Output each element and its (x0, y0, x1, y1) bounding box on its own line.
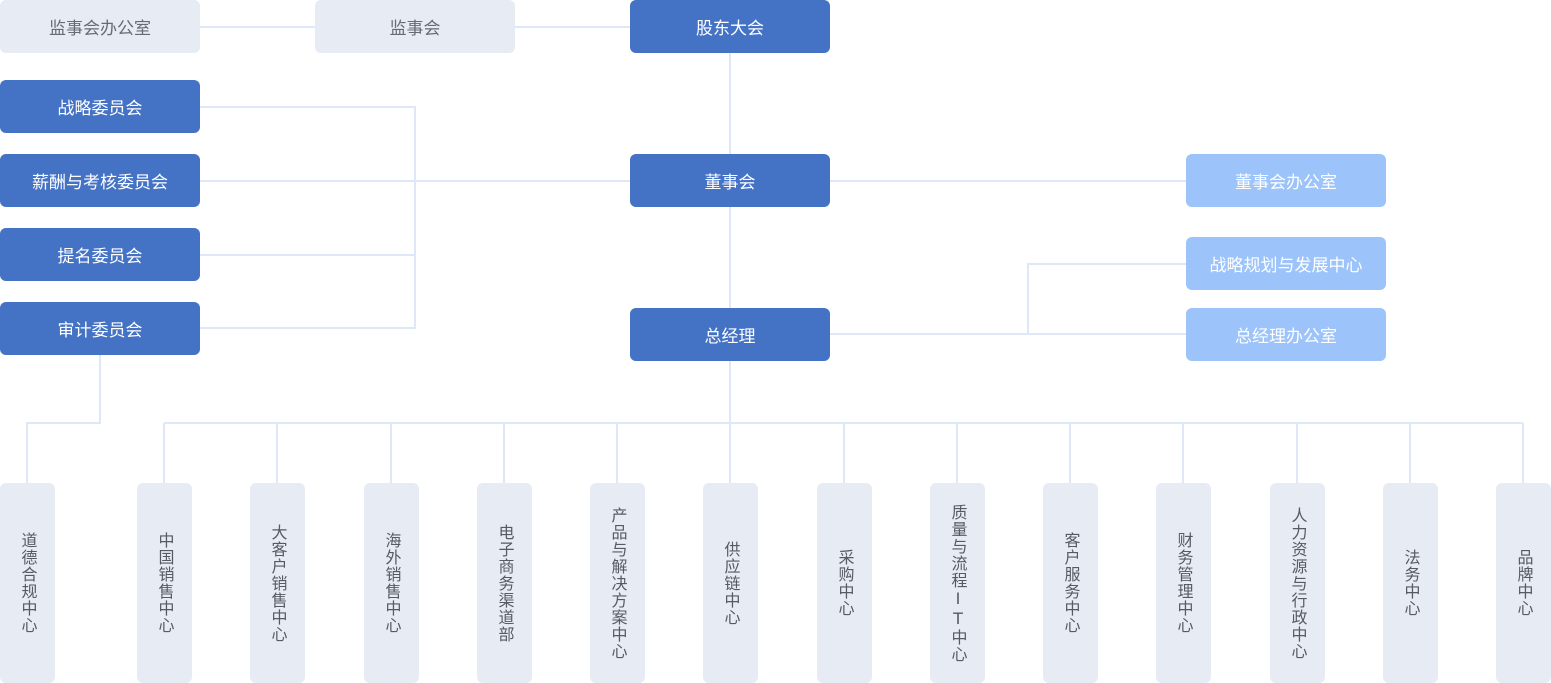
dept-label: 客户服务中心 (1061, 532, 1081, 634)
committee-strategy-box: 战略委员会 (0, 80, 200, 133)
gm-office-box: 总经理办公室 (1186, 308, 1386, 361)
strategy-center-box: 战略规划与发展中心 (1186, 237, 1386, 290)
dept-label: 法务中心 (1401, 549, 1421, 617)
committee-audit-label: 审计委员会 (57, 321, 143, 341)
committee-audit-box: 审计委员会 (0, 302, 200, 355)
dept-hr-admin: 人力资源与行政中心 (1270, 483, 1325, 683)
dept-label: 供应链中心 (721, 540, 741, 626)
dept-supply-chain: 供应链中心 (703, 483, 758, 683)
dept-customer-service: 客户服务中心 (1043, 483, 1098, 683)
board-of-directors-box: 董事会 (630, 154, 830, 207)
dept-label: 大客户销售中心 (268, 523, 288, 643)
supervisory-board-box: 监事会 (315, 0, 515, 53)
dept-ecommerce: 电子商务渠道部 (477, 483, 532, 683)
general-manager-box: 总经理 (630, 308, 830, 361)
strategy-center-label: 战略规划与发展中心 (1209, 256, 1363, 276)
dept-label: 中国销售中心 (155, 532, 175, 634)
supervisory-board-label: 监事会 (389, 19, 441, 39)
gm-office-label: 总经理办公室 (1235, 327, 1337, 347)
dept-brand: 品牌中心 (1496, 483, 1551, 683)
committee-strategy-label: 战略委员会 (57, 99, 143, 119)
committee-compensation-box: 薪酬与考核委员会 (0, 154, 200, 207)
dept-products-solutions: 产品与解决方案中心 (590, 483, 645, 683)
dept-label: 财务管理中心 (1174, 532, 1194, 634)
dept-procurement: 采购中心 (817, 483, 872, 683)
dept-label: 质量与流程IT中心 (948, 503, 968, 663)
dept-finance: 财务管理中心 (1156, 483, 1211, 683)
committee-nomination-label: 提名委员会 (57, 247, 143, 267)
dept-label: 海外销售中心 (382, 532, 402, 634)
board-office-box: 董事会办公室 (1186, 154, 1386, 207)
shareholders-meeting-label: 股东大会 (696, 19, 764, 39)
shareholders-meeting-box: 股东大会 (630, 0, 830, 53)
dept-overseas-sales: 海外销售中心 (364, 483, 419, 683)
committee-compensation-label: 薪酬与考核委员会 (32, 173, 168, 193)
dept-key-account-sales: 大客户销售中心 (250, 483, 305, 683)
dept-china-sales: 中国销售中心 (137, 483, 192, 683)
board-of-directors-label: 董事会 (704, 173, 756, 193)
general-manager-label: 总经理 (704, 327, 756, 347)
dept-label: 道德合规中心 (18, 532, 38, 634)
dept-ethics-compliance: 道德合规中心 (0, 483, 55, 683)
committee-nomination-box: 提名委员会 (0, 228, 200, 281)
dept-label: 电子商务渠道部 (495, 523, 515, 643)
supervisory-office-box: 监事会办公室 (0, 0, 200, 53)
dept-legal: 法务中心 (1383, 483, 1438, 683)
dept-label: 品牌中心 (1514, 549, 1534, 617)
dept-label: 产品与解决方案中心 (608, 506, 628, 660)
dept-label: 采购中心 (835, 549, 855, 617)
supervisory-office-label: 监事会办公室 (49, 19, 151, 39)
dept-label: 人力资源与行政中心 (1288, 506, 1308, 660)
board-office-label: 董事会办公室 (1235, 173, 1337, 193)
dept-quality-process-it: 质量与流程IT中心 (930, 483, 985, 683)
